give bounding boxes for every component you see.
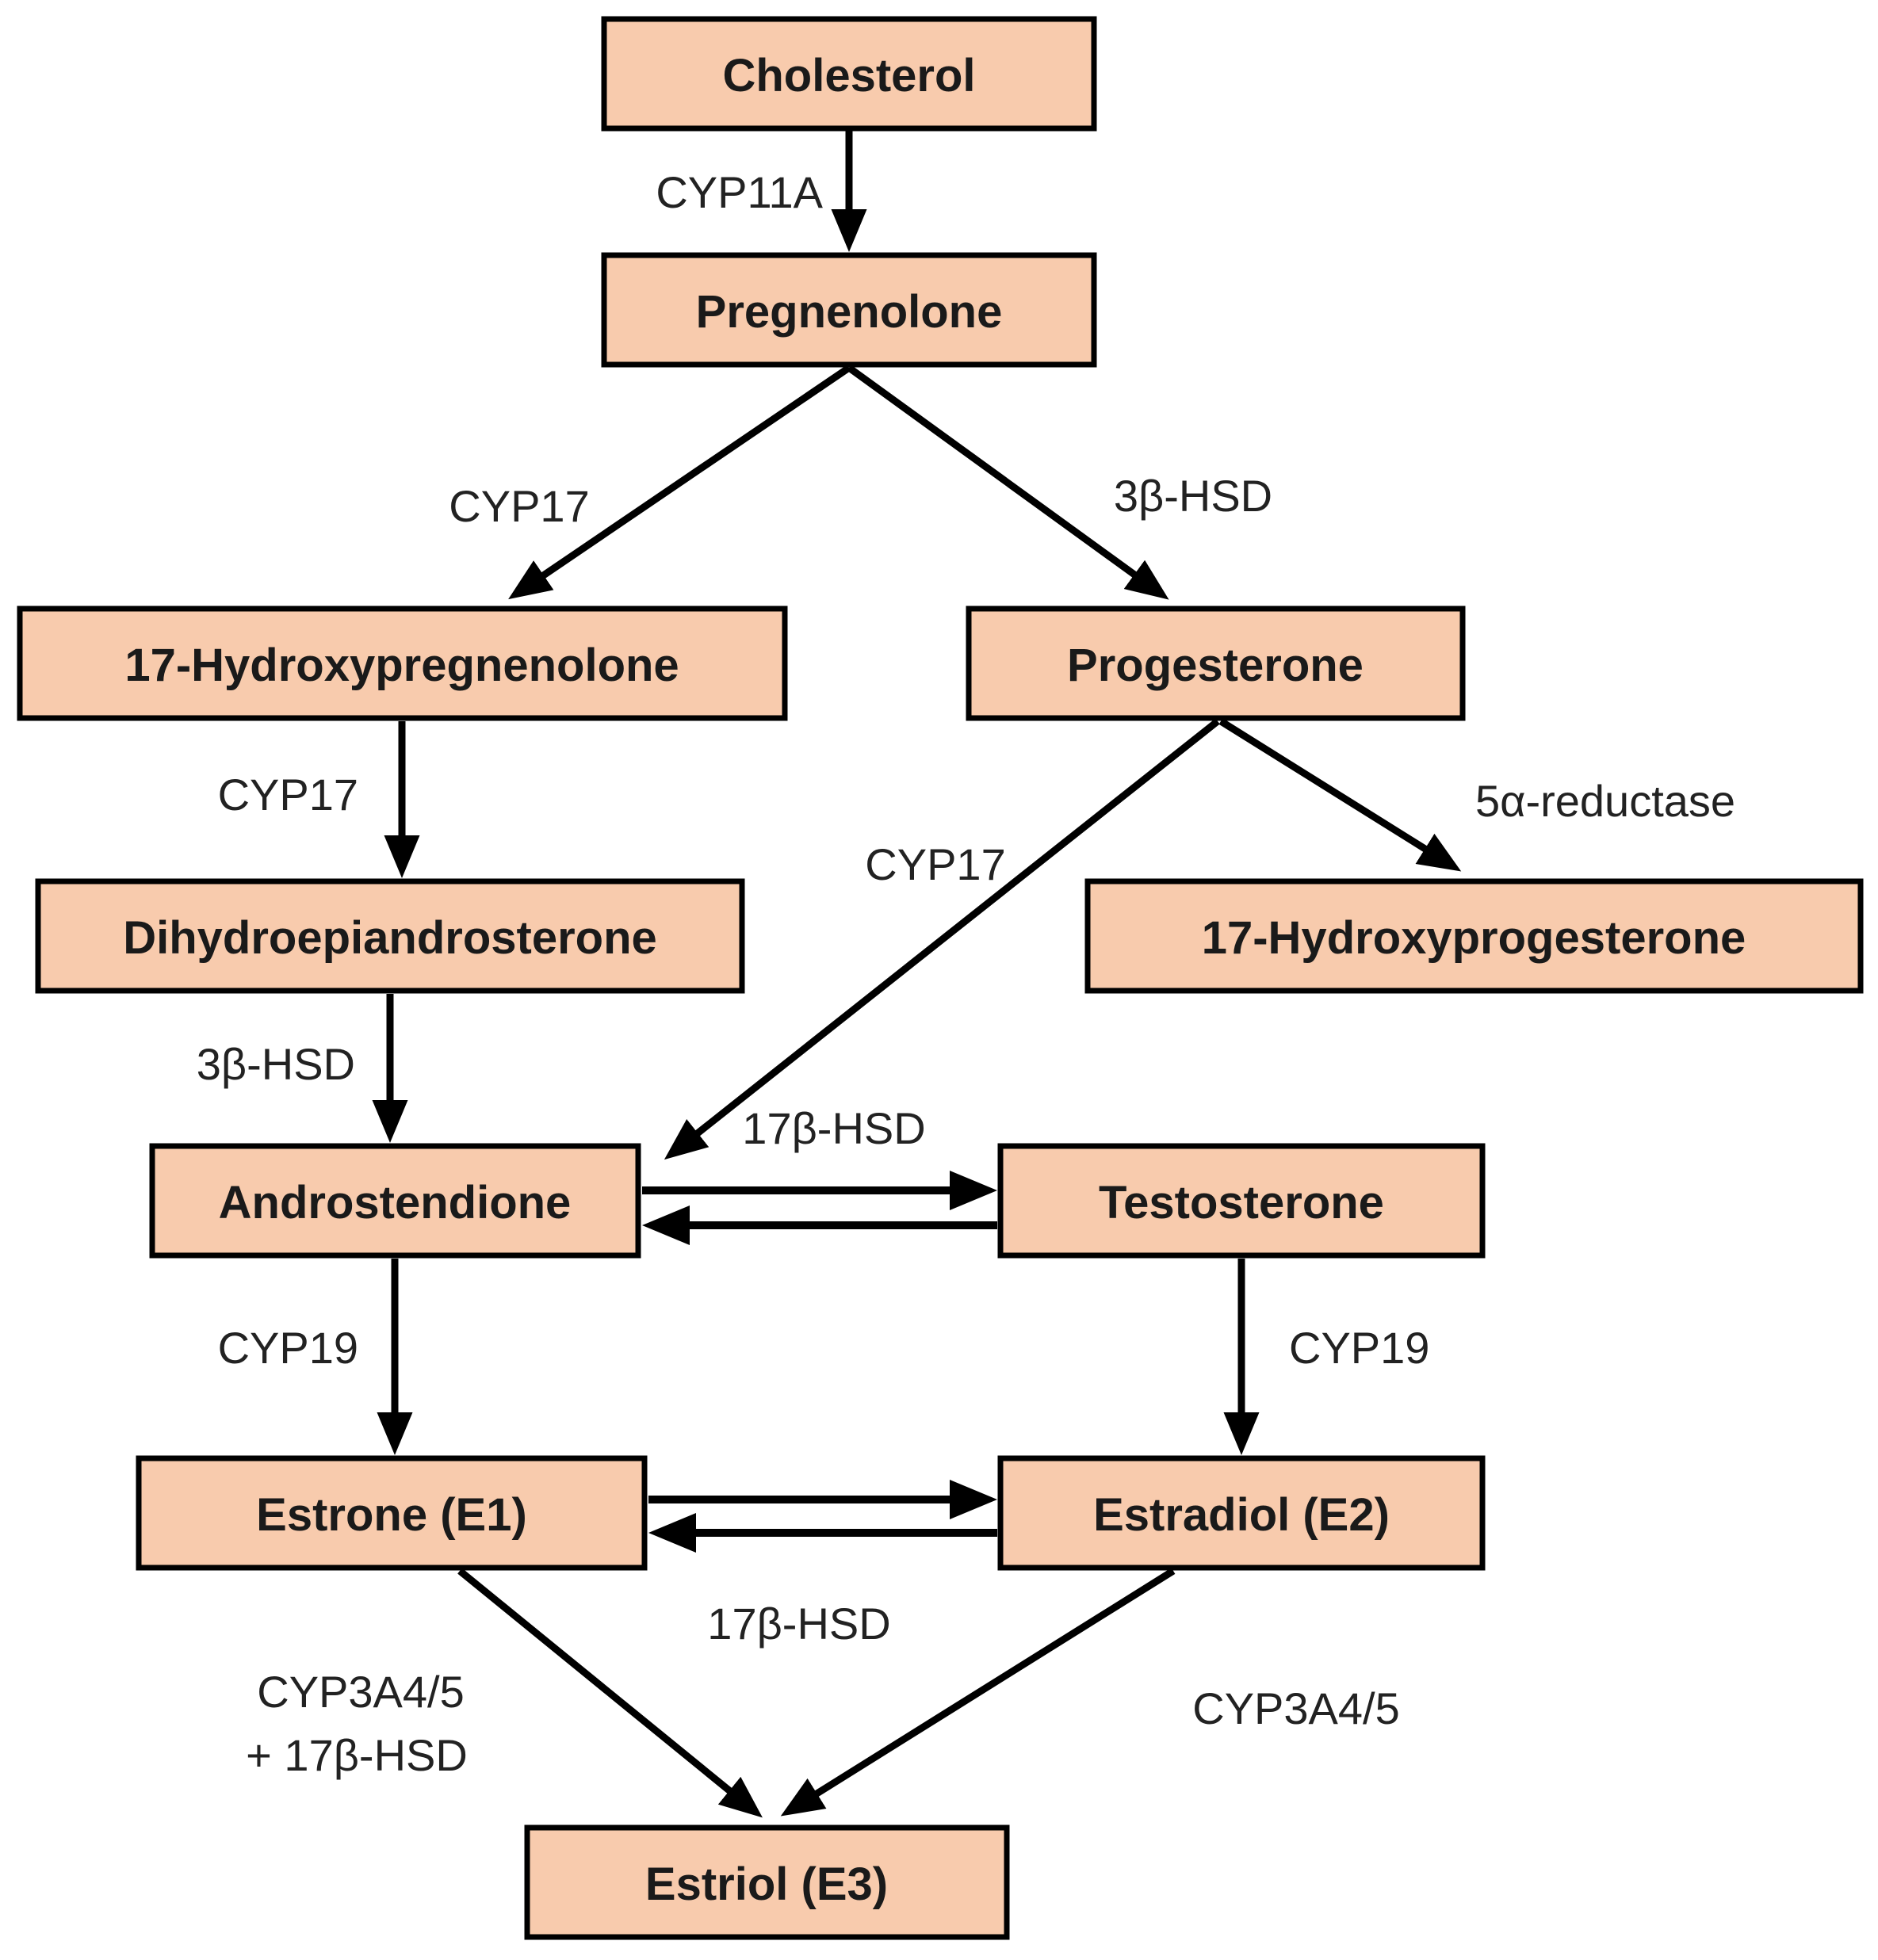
arrow-dihydroepiandrosterone-to-androstendione: 3β-HSD	[197, 994, 408, 1143]
arrow-estrone-estradiol-bidirectional: 17β-HSD	[648, 1480, 997, 1649]
node-testosterone-box	[997, 1143, 1486, 1259]
node-estriol-box	[524, 1824, 1010, 1940]
node-dihydroepiandrosterone-label: Dihydroepiandrosterone	[123, 912, 657, 964]
node-dihydroepiandrosterone-box	[35, 878, 745, 994]
arrow-estradiol-to-estriol-line	[780, 1568, 1176, 1817]
node-cholesterol-label: Cholesterol	[722, 50, 975, 101]
arrow-pregnenolone-to-progesterone-line	[847, 365, 1169, 600]
edge-label-cyp3a45-hsd-line2: + 17β-HSD	[246, 1730, 468, 1780]
arrow-estrone-to-estriol: CYP3A4/5 + 17β-HSD	[246, 1568, 763, 1818]
node-17-hydroxyprogesterone-label: 17-Hydroxyprogesterone	[1202, 912, 1746, 964]
edge-label-cyp17-long: CYP17	[865, 839, 1005, 889]
edge-label-cyp11a: CYP11A	[656, 167, 823, 217]
edge-label-17b-hsd-upper: 17β-HSD	[742, 1103, 925, 1153]
node-dihydroepiandrosterone: Dihydroepiandrosterone	[35, 878, 745, 994]
node-17-hydroxyprogesterone: 17-Hydroxyprogesterone	[1084, 878, 1864, 994]
node-17-hydroxyprogesterone-box	[1084, 878, 1864, 994]
node-progesterone-box	[966, 606, 1466, 721]
edge-label-cyp17-mid-left: CYP17	[218, 770, 358, 820]
node-estriol-label: Estriol (E3)	[645, 1859, 888, 1910]
arrow-progesterone-to-androstendione: CYP17	[664, 718, 1220, 1160]
arrow-androstendione-to-estrone: CYP19	[218, 1259, 413, 1455]
node-testosterone: Testosterone	[997, 1143, 1486, 1259]
arrow-testosterone-to-estradiol: CYP19	[1223, 1259, 1429, 1455]
node-pregnenolone-label: Pregnenolone	[696, 286, 1003, 338]
node-estrone-label: Estrone (E1)	[256, 1489, 527, 1541]
arrow-androstendione-testosterone-bidirectional: 17β-HSD	[642, 1103, 997, 1245]
arrow-cholesterol-to-pregnenolone: CYP11A	[656, 131, 867, 252]
arrow-pregnenolone-to-progesterone: 3β-HSD	[847, 365, 1272, 600]
edge-label-cyp19-right: CYP19	[1289, 1323, 1429, 1373]
edge-label-cyp3a45-right: CYP3A4/5	[1192, 1683, 1400, 1733]
edge-label-cyp3a45-hsd-line1: CYP3A4/5	[257, 1667, 465, 1717]
edge-label-3b-hsd-upper: 3β-HSD	[1114, 471, 1272, 521]
node-androstendione-label: Androstendione	[219, 1177, 572, 1228]
arrow-estrone-to-estriol-line	[457, 1568, 763, 1818]
node-estradiol-label: Estradiol (E2)	[1093, 1489, 1390, 1541]
node-pregnenolone: Pregnenolone	[601, 252, 1097, 368]
edge-label-cyp19-left: CYP19	[218, 1323, 358, 1373]
node-androstendione-box	[149, 1143, 641, 1259]
node-estriol: Estriol (E3)	[524, 1824, 1010, 1940]
arrow-pregnenolone-to-17-hydroxypregnenolone-line	[508, 365, 851, 600]
node-pregnenolone-box	[601, 252, 1097, 368]
arrow-estradiol-to-estriol: CYP3A4/5	[780, 1568, 1400, 1817]
edge-label-5a-reductase: 5α-reductase	[1475, 776, 1735, 826]
node-estrone-box	[136, 1455, 648, 1571]
arrow-pregnenolone-to-17-hydroxypregnenolone: CYP17	[449, 365, 851, 600]
node-progesterone: Progesterone	[966, 606, 1466, 721]
edge-label-3b-hsd-lower: 3β-HSD	[197, 1039, 355, 1089]
edge-label-cyp17-left: CYP17	[449, 481, 589, 531]
node-17-hydroxypregnenolone: 17-Hydroxypregnenolone	[17, 606, 788, 721]
arrow-progesterone-to-17-hydroxyprogesterone: 5α-reductase	[1218, 718, 1735, 872]
arrow-progesterone-to-17-hydroxyprogesterone-line	[1218, 718, 1462, 872]
arrow-17-hydroxypregnenolone-to-dihydroepiandrosterone: CYP17	[218, 721, 420, 878]
node-testosterone-label: Testosterone	[1099, 1177, 1384, 1228]
node-androstendione: Androstendione	[149, 1143, 641, 1259]
edge-label-17b-hsd-lower: 17β-HSD	[707, 1599, 890, 1649]
node-cholesterol: Cholesterol	[601, 16, 1097, 132]
node-estrone: Estrone (E1)	[136, 1455, 648, 1571]
node-estradiol: Estradiol (E2)	[997, 1455, 1486, 1571]
node-17-hydroxypregnenolone-label: 17-Hydroxypregnenolone	[124, 640, 679, 691]
arrow-progesterone-to-androstendione-line	[664, 718, 1220, 1160]
node-estradiol-box	[997, 1455, 1486, 1571]
node-17-hydroxypregnenolone-box	[17, 606, 788, 721]
node-cholesterol-box	[601, 16, 1097, 132]
node-progesterone-label: Progesterone	[1067, 640, 1364, 691]
